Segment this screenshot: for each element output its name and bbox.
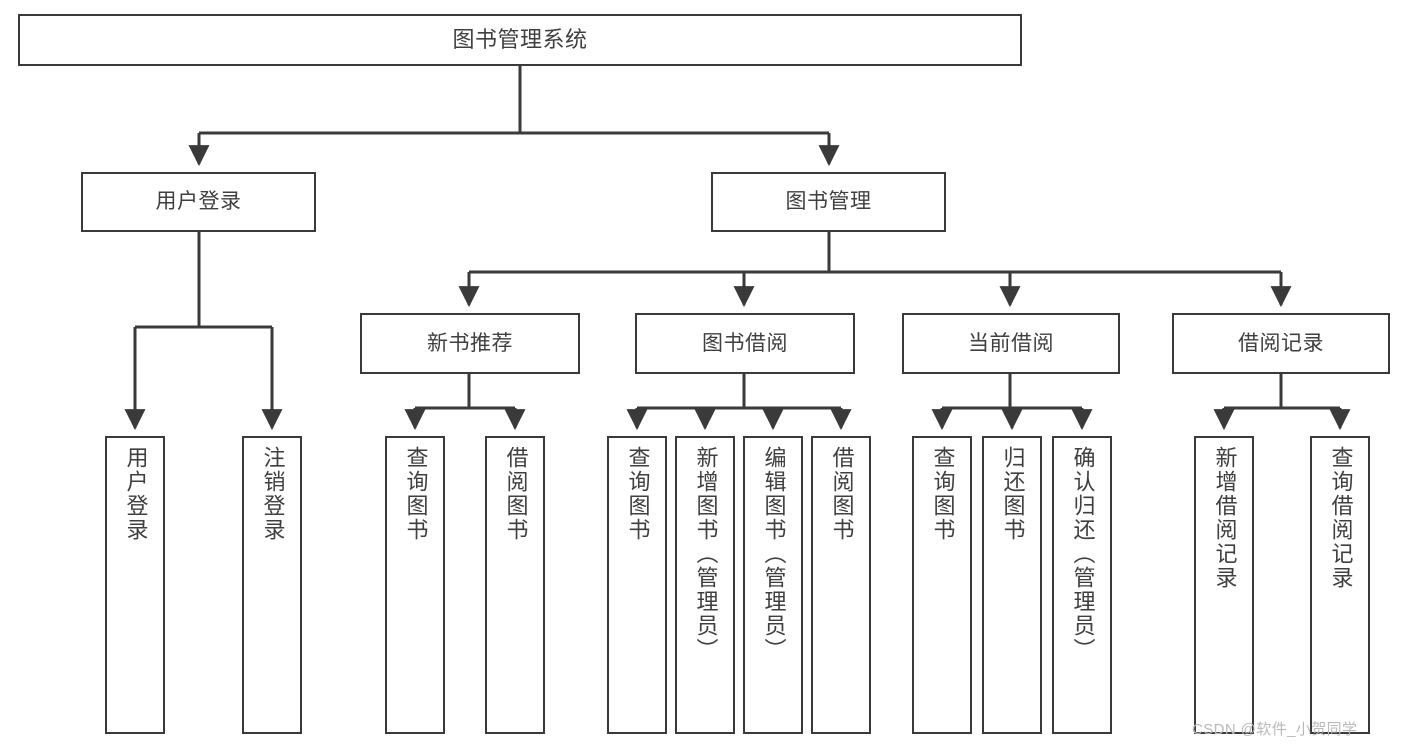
leaf-user-login[interactable]: 用户登录 — [105, 436, 165, 734]
node-root-label: 图书管理系统 — [452, 26, 588, 52]
leaf-add-record[interactable]: 新增借阅记录 — [1194, 436, 1254, 734]
leaf-logout-login-label: 注销登录 — [260, 446, 286, 542]
node-root[interactable]: 图书管理系统 — [18, 14, 1022, 66]
leaf-borrow-book-2[interactable]: 借阅图书 — [811, 436, 871, 734]
node-new-book-recommend[interactable]: 新书推荐 — [360, 313, 580, 374]
node-current-borrow[interactable]: 当前借阅 — [902, 313, 1120, 374]
node-borrow-record-label: 借阅记录 — [1238, 331, 1324, 355]
leaf-confirm-return-label: 确认归还（管理员） — [1070, 446, 1096, 662]
leaf-logout-login[interactable]: 注销登录 — [242, 436, 302, 734]
leaf-borrow-book-1[interactable]: 借阅图书 — [485, 436, 545, 734]
node-book-borrow[interactable]: 图书借阅 — [635, 313, 855, 374]
node-current-borrow-label: 当前借阅 — [968, 331, 1054, 355]
node-book-manage[interactable]: 图书管理 — [711, 172, 946, 232]
node-user-login-label: 用户登录 — [155, 190, 242, 214]
node-borrow-record[interactable]: 借阅记录 — [1172, 313, 1390, 374]
leaf-borrow-book-2-label: 借阅图书 — [829, 446, 855, 542]
leaf-query-book-1[interactable]: 查询图书 — [385, 436, 445, 734]
node-new-book-recommend-label: 新书推荐 — [427, 331, 513, 355]
leaf-add-book[interactable]: 新增图书（管理员） — [675, 436, 735, 734]
leaf-query-book-2-label: 查询图书 — [625, 446, 651, 542]
leaf-query-record-label: 查询借阅记录 — [1328, 446, 1354, 590]
leaf-borrow-book-1-label: 借阅图书 — [503, 446, 529, 542]
csdn-watermark: CSDN @软件_小贺同学 — [1192, 721, 1358, 738]
leaf-query-record[interactable]: 查询借阅记录 — [1310, 436, 1370, 734]
leaf-return-book[interactable]: 归还图书 — [982, 436, 1042, 734]
leaf-query-book-3[interactable]: 查询图书 — [912, 436, 972, 734]
node-book-borrow-label: 图书借阅 — [702, 331, 788, 355]
node-book-manage-label: 图书管理 — [785, 190, 872, 214]
leaf-confirm-return[interactable]: 确认归还（管理员） — [1052, 436, 1112, 734]
leaf-query-book-3-label: 查询图书 — [930, 446, 956, 542]
leaf-query-book-2[interactable]: 查询图书 — [607, 436, 667, 734]
leaf-user-login-label: 用户登录 — [123, 446, 149, 542]
leaf-edit-book[interactable]: 编辑图书（管理员） — [743, 436, 803, 734]
leaf-add-book-label: 新增图书（管理员） — [693, 446, 719, 662]
leaf-return-book-label: 归还图书 — [1000, 446, 1026, 542]
node-user-login[interactable]: 用户登录 — [81, 172, 316, 232]
leaf-query-book-1-label: 查询图书 — [403, 446, 429, 542]
leaf-add-record-label: 新增借阅记录 — [1212, 446, 1238, 590]
leaf-edit-book-label: 编辑图书（管理员） — [761, 446, 787, 662]
